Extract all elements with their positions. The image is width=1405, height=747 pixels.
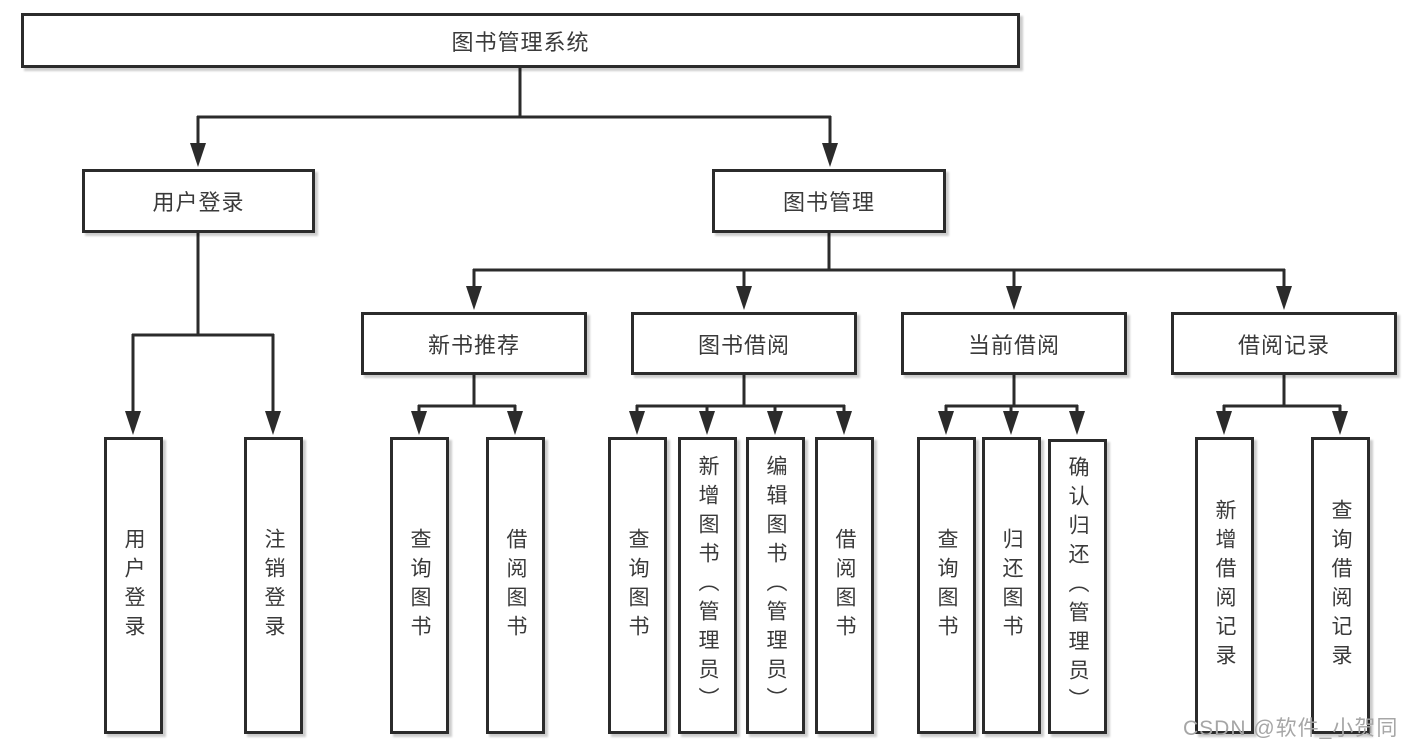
- leaf-logout: 注销登录: [244, 437, 303, 734]
- leaf-user-login: 用户登录: [104, 437, 163, 734]
- node-user-login: 用户登录: [82, 169, 315, 233]
- node-current-borrowing: 当前借阅: [901, 312, 1127, 375]
- connector-borrowing-to-children: [635, 375, 846, 415]
- connector-user-login-to-children: [131, 232, 275, 415]
- connector-recommend-to-children: [417, 375, 517, 415]
- connector-current-to-children: [944, 375, 1079, 415]
- leaf-borrow-books-borrowing: 借阅图书: [815, 437, 874, 734]
- leaf-query-books-recommend: 查询图书: [390, 437, 449, 734]
- leaf-query-books-borrowing: 查询图书: [608, 437, 667, 734]
- leaf-query-borrow-record: 查询借阅记录: [1311, 437, 1370, 734]
- node-new-book-recommendation: 新书推荐: [361, 312, 587, 375]
- leaf-return-books: 归还图书: [982, 437, 1041, 734]
- connector-records-to-children: [1222, 375, 1342, 415]
- connector-book-mgmt-to-level3: [472, 232, 1286, 290]
- node-book-management: 图书管理: [712, 169, 946, 233]
- node-borrowing-records: 借阅记录: [1171, 312, 1397, 375]
- csdn-watermark: CSDN @软件_小贺同学: [1183, 717, 1399, 740]
- leaf-borrow-books-recommend: 借阅图书: [486, 437, 545, 734]
- node-library-management-system: 图书管理系统: [21, 13, 1020, 68]
- leaf-add-borrow-record: 新增借阅记录: [1195, 437, 1254, 734]
- leaf-edit-books-admin: 编辑图书（管理员）: [746, 437, 805, 734]
- leaf-add-books-admin: 新增图书（管理员）: [678, 437, 737, 734]
- leaf-confirm-return-admin: 确认归还（管理员）: [1048, 439, 1107, 734]
- node-book-borrowing: 图书借阅: [631, 312, 857, 375]
- leaf-query-books-current: 查询图书: [917, 437, 976, 734]
- connector-root-to-level2: [196, 68, 832, 147]
